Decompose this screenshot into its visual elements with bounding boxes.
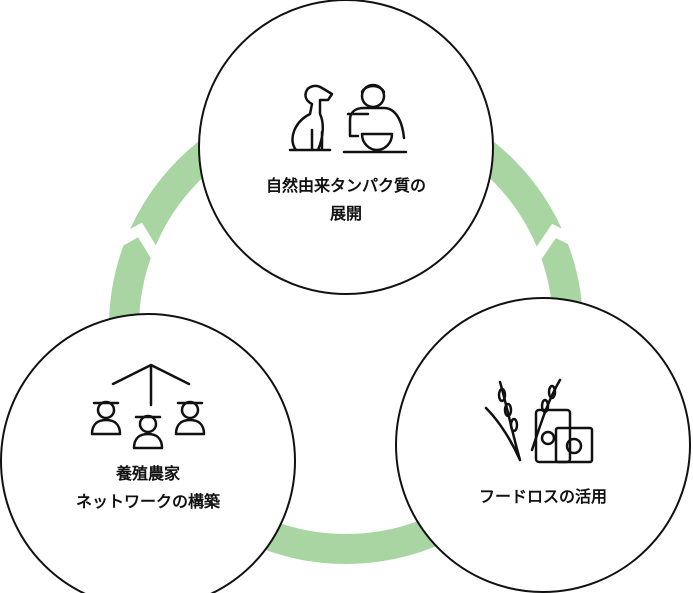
node-label-protein-line1: 自然由来タンパク質の: [265, 176, 426, 195]
node-label-network-line1: 養殖農家: [115, 464, 180, 483]
node-label-foodloss: フードロスの活用: [423, 483, 663, 511]
node-label-protein-line2: 展開: [329, 204, 362, 223]
dog-and-person-eating-icon: [288, 83, 408, 154]
node-label-protein: 自然由来タンパク質の 展開: [226, 172, 466, 228]
node-label-network-line2: ネットワークの構築: [75, 492, 220, 511]
node-circle-protein: [198, 0, 494, 295]
node-label-foodloss-line1: フードロスの活用: [478, 487, 607, 506]
cycle-arrow-right: [532, 223, 583, 260]
node-circle-network: [0, 313, 296, 593]
cycle-arrow-left: [110, 222, 161, 259]
rice-and-food-package-icon: [484, 378, 594, 464]
node-circle-foodloss: [395, 297, 691, 593]
farmer-network-icon: [90, 363, 206, 450]
node-label-network: 養殖農家 ネットワークの構築: [28, 460, 268, 516]
